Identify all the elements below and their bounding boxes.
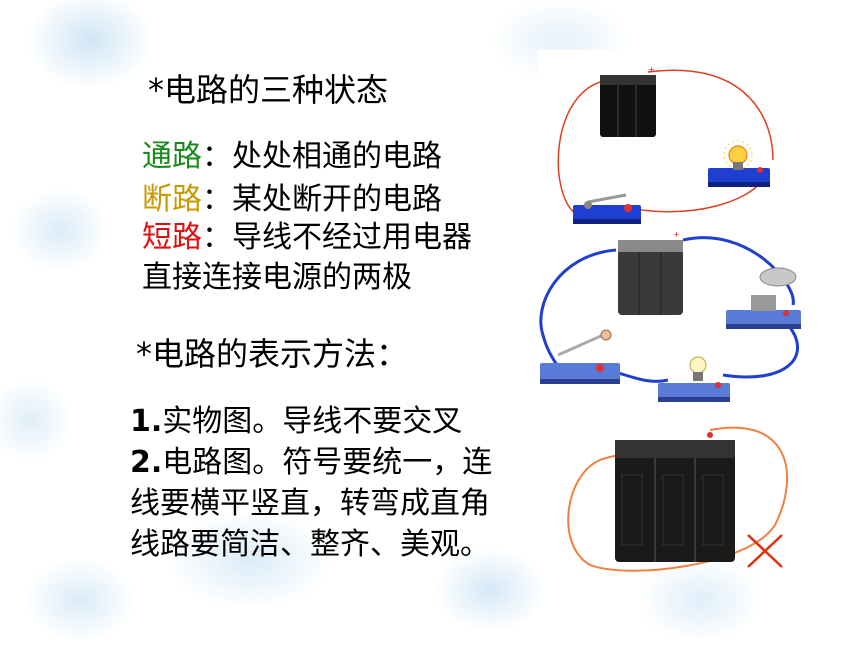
circuit-images-panel [538, 50, 820, 422]
short-wire-loop [567, 426, 789, 572]
list-item-2-line2: 线要横平竖直，转弯成直角 [130, 486, 490, 521]
broken-path-desc: ：某处断开的电路 [202, 182, 442, 217]
switch-icon [540, 329, 620, 384]
wire-right [647, 69, 774, 161]
heading-representation: *电路的表示方法： [136, 335, 409, 373]
short-path-term: 短路 [142, 220, 202, 255]
closed-circuit-diagram: + [557, 65, 774, 224]
wire-right-blue [722, 324, 800, 379]
wire-left [557, 79, 609, 216]
bell-circuit-diagram: + [539, 230, 801, 402]
broken-path-line: 断路：某处断开的电路 [142, 180, 442, 220]
open-path-line: 通路：处处相通的电路 [142, 137, 442, 177]
short-path-line: 短路：导线不经过用电器 [142, 218, 472, 258]
short-path-desc: ：导线不经过用电器 [202, 220, 472, 255]
bell-icon [726, 267, 801, 329]
open-path-desc: ：处处相通的电路 [202, 139, 442, 174]
cross-mark-icon [747, 534, 783, 568]
short-circuit-diagram [567, 426, 789, 572]
item1-text: 实物图。导线不要交叉 [162, 404, 463, 439]
open-path-term: 通路 [142, 139, 202, 174]
bulb-icon [708, 140, 770, 187]
wire-left-blue [539, 248, 617, 376]
heading-circuit-states: *电路的三种状态 [148, 71, 389, 109]
battery-icon [615, 432, 735, 562]
item2-text: 电路图。符号要统一，连 [162, 445, 493, 480]
battery-icon: + [618, 230, 683, 315]
wire-top-blue [682, 236, 795, 306]
switch-icon [573, 193, 641, 224]
svg-text:+: + [673, 230, 680, 239]
short-path-desc-line2: 直接连接电源的两极 [142, 260, 412, 295]
item2-number: 2. [130, 445, 163, 480]
list-item-2: 2.电路图。符号要统一，连 [130, 443, 492, 483]
bulb-icon [658, 356, 730, 402]
svg-text:+: + [648, 65, 655, 74]
item1-number: 1. [130, 404, 163, 439]
broken-path-term: 断路 [142, 182, 202, 217]
list-item-2-line3: 线路要简洁、整齐、美观。 [130, 527, 490, 562]
battery-icon: + [600, 65, 656, 137]
list-item-1: 1.实物图。导线不要交叉 [130, 402, 462, 442]
